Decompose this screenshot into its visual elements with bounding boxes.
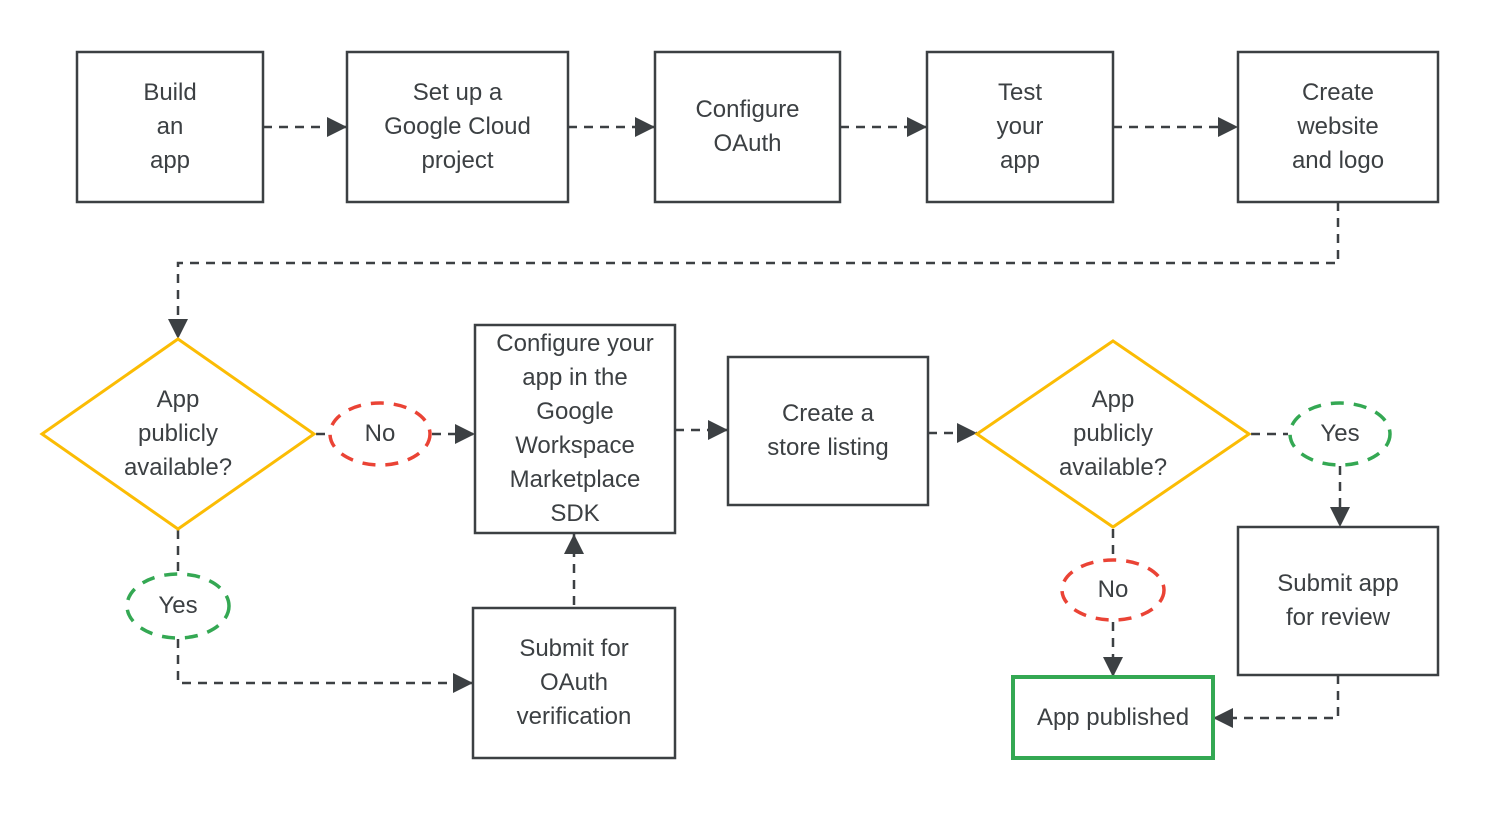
node-google-cloud-project-shape [345, 50, 570, 204]
node-yes-right-shape [1288, 401, 1392, 467]
node-build-an-app-shape [75, 50, 265, 204]
edge-website-to-decision-left [168, 202, 1340, 339]
node-configure-sdk-shape [473, 323, 677, 535]
node-submit-review-shape [1236, 525, 1440, 677]
node-create-website-shape [1236, 50, 1440, 204]
node-app-published-shape [1011, 675, 1215, 760]
node-decision-left-shape [39, 337, 317, 531]
node-decision-right-shape [974, 339, 1252, 529]
edge-submit-review-to-app-published [1213, 675, 1340, 728]
node-no-left-shape [328, 401, 432, 467]
edge-yes-to-submit-oauth [176, 639, 473, 693]
node-yes-left-shape [125, 572, 231, 640]
node-test-your-app-shape [925, 50, 1115, 204]
node-configure-oauth-shape [653, 50, 842, 204]
node-submit-oauth-shape [471, 606, 677, 760]
node-store-listing-shape [726, 355, 930, 507]
node-no-right-shape [1060, 558, 1166, 622]
